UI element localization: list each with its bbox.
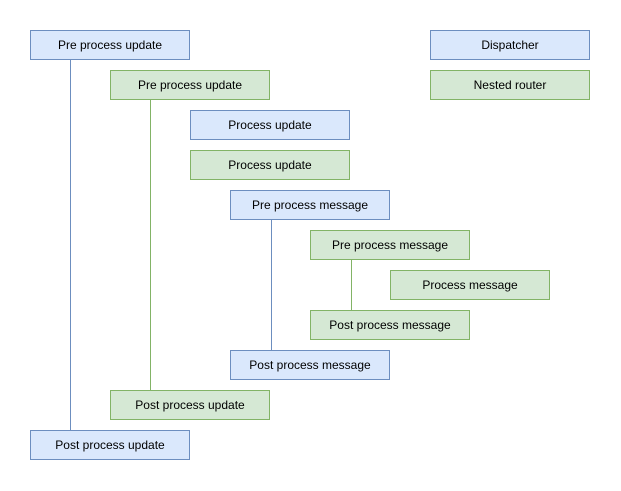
legend-item-router[interactable]: Nested router — [430, 70, 590, 100]
node-label: Pre process message — [251, 198, 369, 212]
node-post-process-update-router[interactable]: Post process update — [110, 390, 270, 420]
legend-item-label: Dispatcher — [481, 38, 539, 52]
node-process-update-dispatcher[interactable]: Process update — [190, 110, 350, 140]
node-label: Pre process update — [137, 78, 243, 92]
connector-router-1 — [150, 100, 151, 390]
node-process-update-router[interactable]: Process update — [190, 150, 350, 180]
connector-dispatcher-2 — [271, 220, 272, 350]
node-post-process-message-dispatcher[interactable]: Post process message — [230, 350, 390, 380]
node-label: Pre process message — [331, 238, 449, 252]
node-label: Pre process update — [57, 38, 163, 52]
legend-item-label: Nested router — [473, 78, 547, 92]
connector-dispatcher-0 — [70, 60, 71, 430]
node-label: Process update — [228, 118, 312, 132]
node-process-message-router[interactable]: Process message — [390, 270, 550, 300]
node-label: Post process message — [329, 318, 451, 332]
node-pre-process-update-router[interactable]: Pre process update — [110, 70, 270, 100]
node-post-process-update-dispatcher[interactable]: Post process update — [30, 430, 190, 460]
node-label: Process update — [228, 158, 312, 172]
connector-router-3 — [351, 260, 352, 310]
node-pre-process-message-router[interactable]: Pre process message — [310, 230, 470, 260]
node-label: Post process message — [249, 358, 371, 372]
node-pre-process-update-dispatcher[interactable]: Pre process update — [30, 30, 190, 60]
node-pre-process-message-dispatcher[interactable]: Pre process message — [230, 190, 390, 220]
node-label: Post process update — [135, 398, 245, 412]
node-label: Process message — [422, 278, 518, 292]
node-post-process-message-router[interactable]: Post process message — [310, 310, 470, 340]
legend-item-dispatcher[interactable]: Dispatcher — [430, 30, 590, 60]
node-label: Post process update — [55, 438, 165, 452]
